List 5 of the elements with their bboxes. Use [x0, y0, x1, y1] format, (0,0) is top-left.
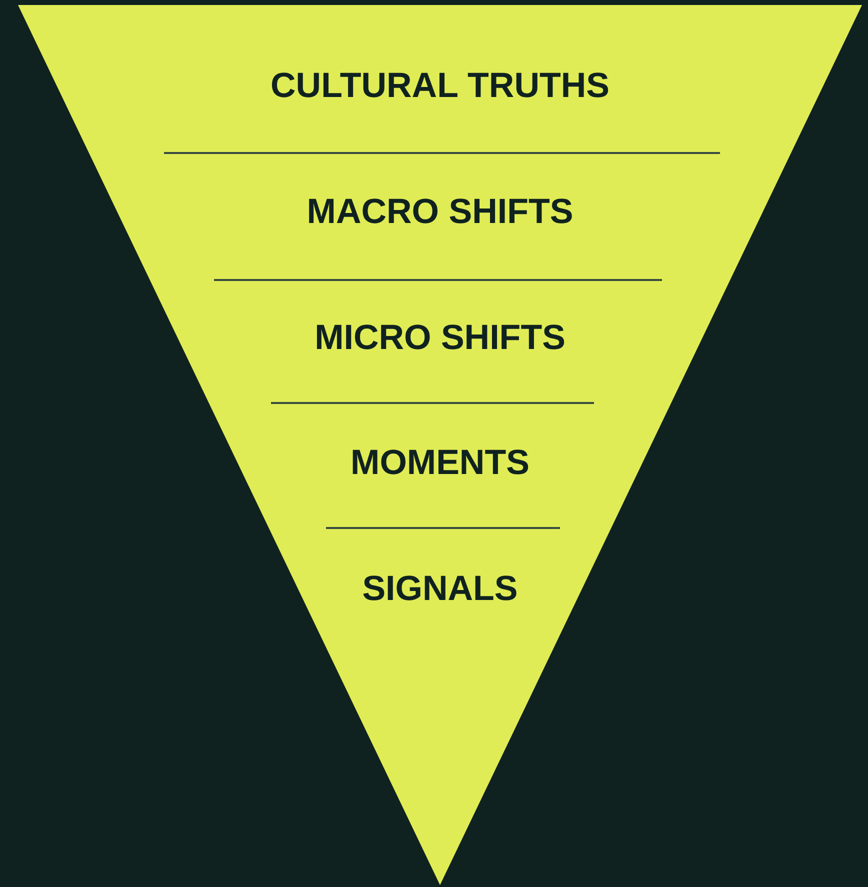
layer-label: MICRO SHIFTS [314, 318, 566, 358]
layer-label: MACRO SHIFTS [306, 192, 574, 232]
layer-label: SIGNALS [362, 569, 518, 609]
layer-label: CULTURAL TRUTHS [270, 66, 610, 106]
layer-label: MOMENTS [350, 443, 530, 483]
